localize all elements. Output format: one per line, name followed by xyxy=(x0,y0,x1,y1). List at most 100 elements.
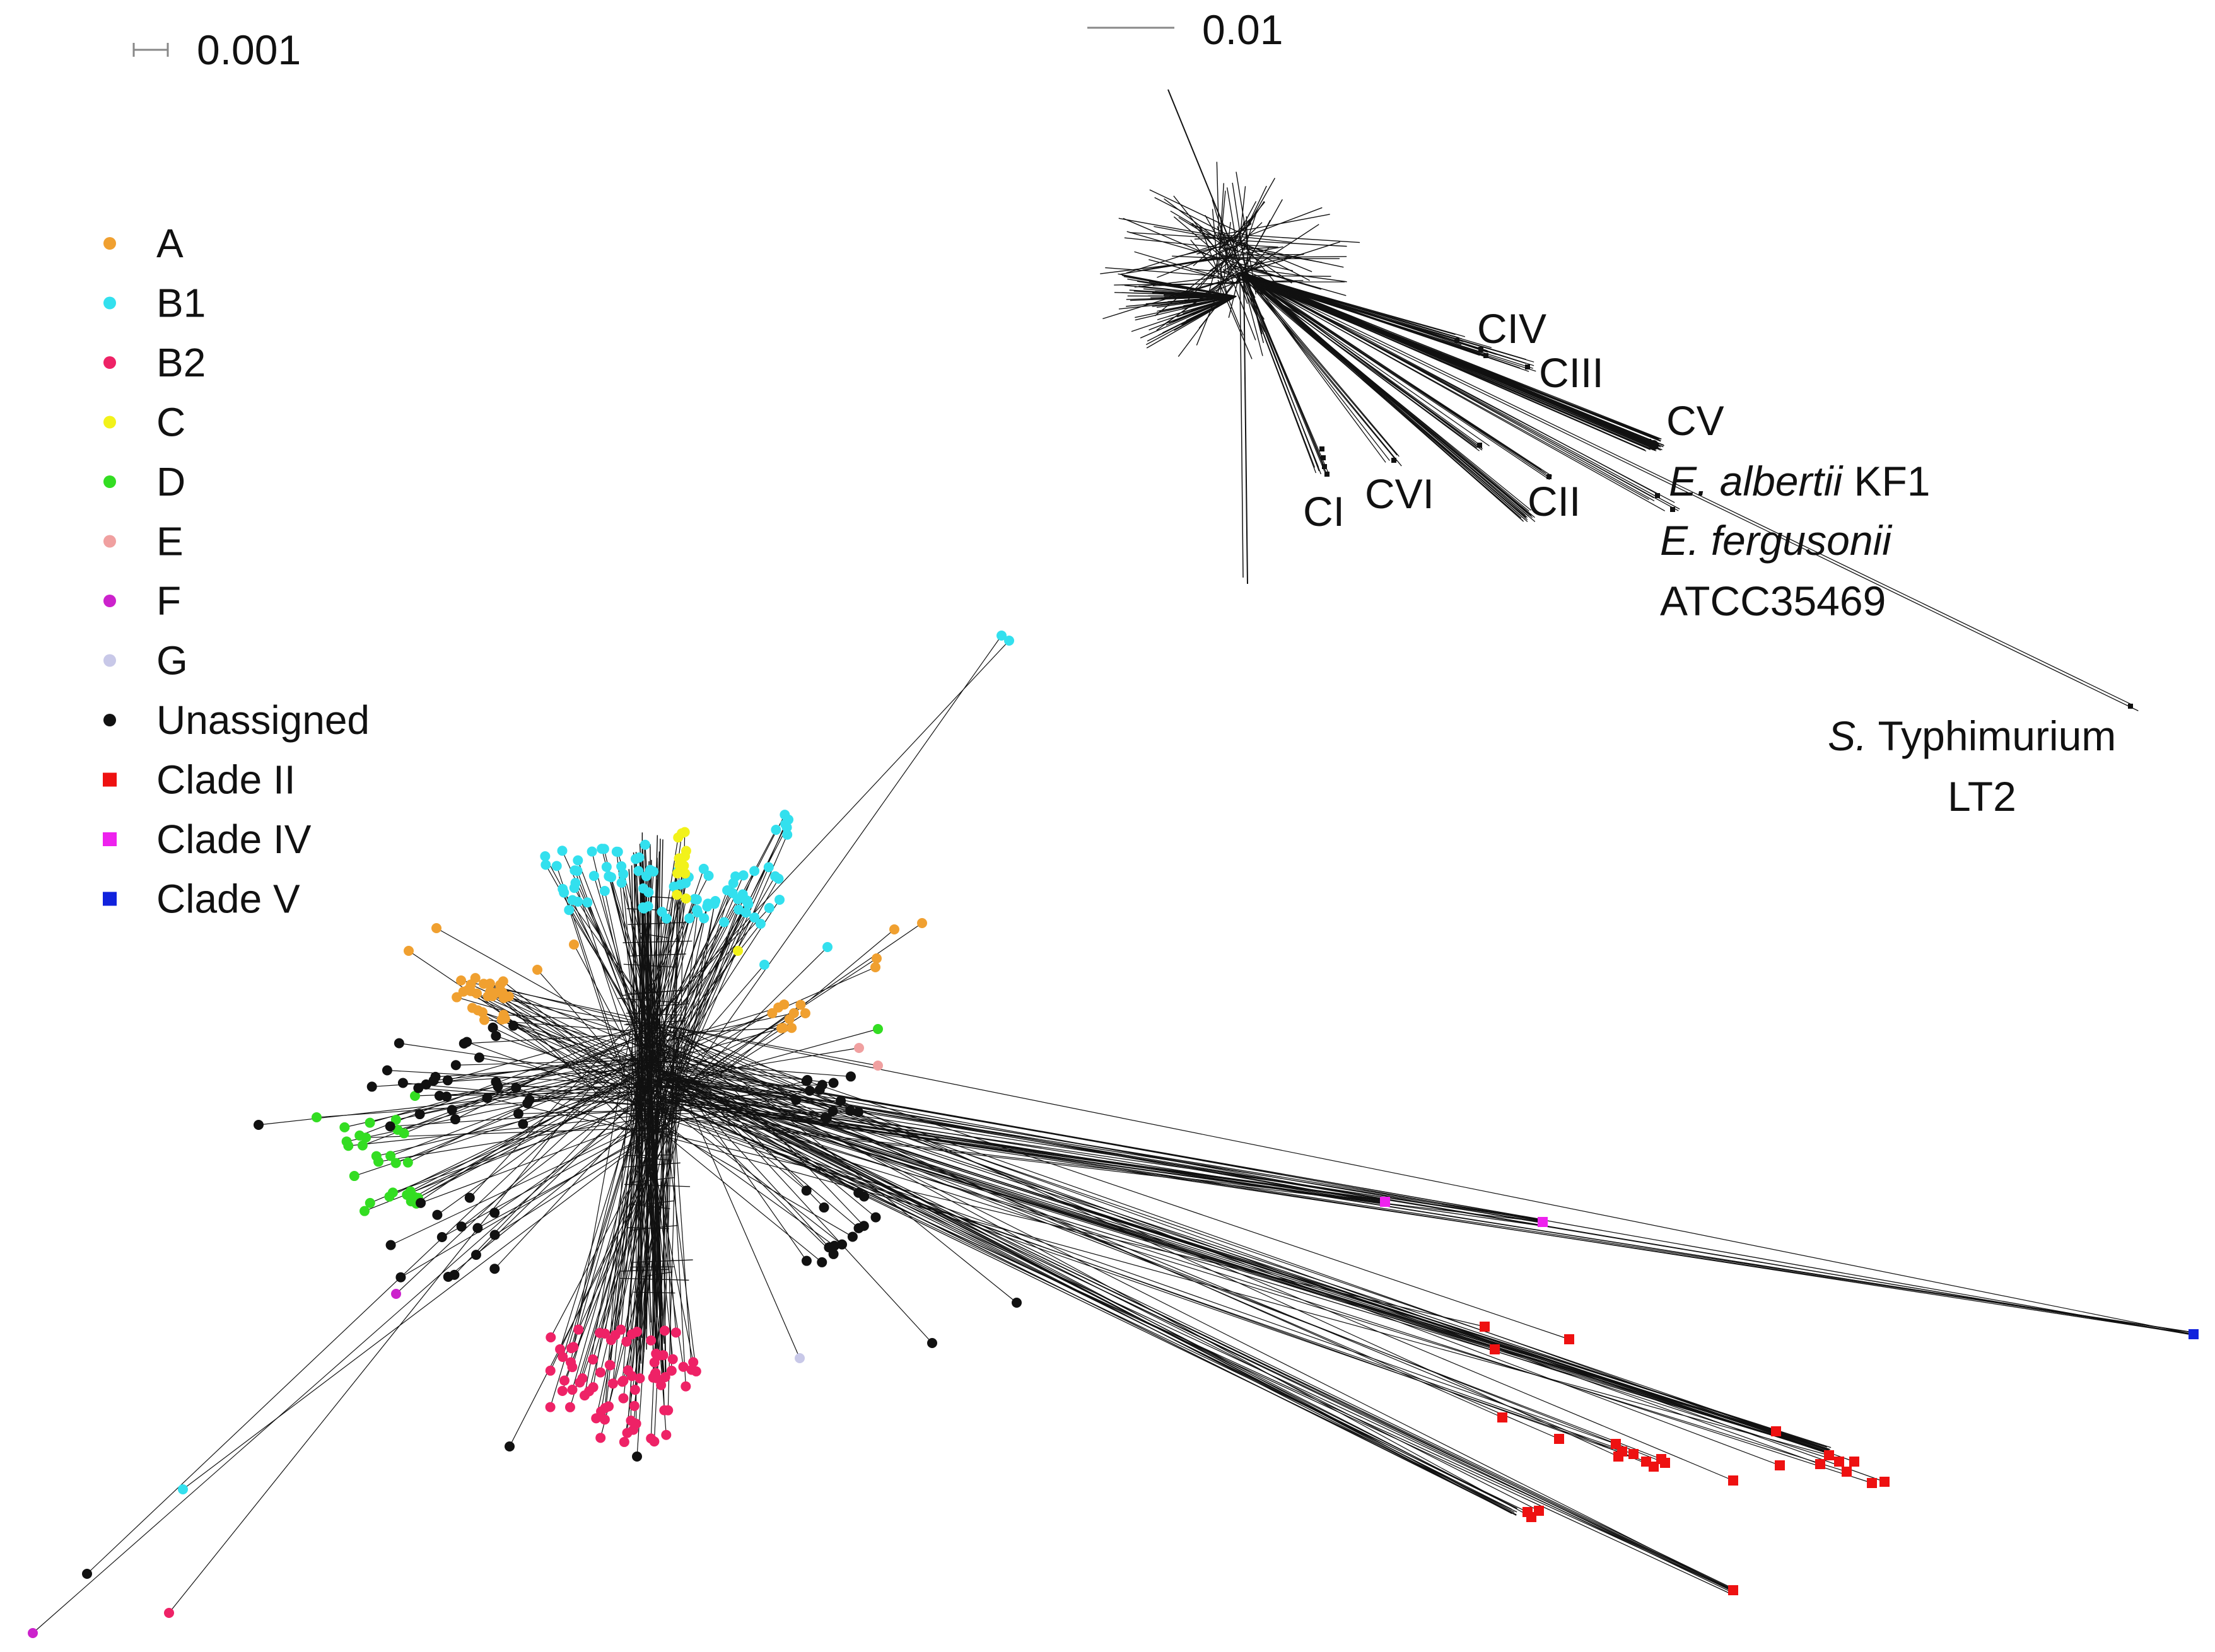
network-edge xyxy=(669,1100,1827,1453)
network-edge xyxy=(666,1025,2194,1335)
network-edge xyxy=(641,1058,659,1356)
clade-label-civ: CIV xyxy=(1477,305,1546,352)
tip-a xyxy=(788,1008,799,1018)
tip-unassigned xyxy=(441,1091,452,1102)
inset-branch xyxy=(1149,189,1246,236)
network-edge xyxy=(615,1070,677,1335)
tip-b1 xyxy=(684,913,695,924)
network-edge xyxy=(650,873,686,1035)
tip-unassigned xyxy=(801,1185,812,1196)
inset-branch xyxy=(1168,296,1237,317)
tip-b1 xyxy=(722,885,733,895)
main-network-edges xyxy=(32,635,2197,1634)
tip-b2 xyxy=(661,1429,672,1440)
network-edge xyxy=(673,900,748,1039)
tip-b2 xyxy=(577,1373,588,1383)
clade-label-cii: CII xyxy=(1528,478,1581,525)
legend-marker-circle xyxy=(103,356,116,369)
inset-branch xyxy=(1135,296,1237,321)
tip-b1 xyxy=(557,846,568,856)
network-edge xyxy=(562,1044,661,1358)
tip-clade-v xyxy=(2189,1329,2199,1339)
tip-unassigned xyxy=(632,1451,642,1462)
legend-marker-circle xyxy=(103,654,116,667)
tip-b2 xyxy=(656,1380,667,1390)
inset-branch xyxy=(1183,296,1237,306)
inset-branch xyxy=(1232,182,1244,257)
tip-b1 xyxy=(178,1484,188,1494)
tip-d xyxy=(365,1197,375,1208)
tip-f xyxy=(391,1289,401,1299)
tip-c xyxy=(679,827,690,837)
legend-marker-circle xyxy=(103,535,116,548)
inset-branch xyxy=(1142,254,1234,270)
inset-branch xyxy=(1239,245,1344,268)
tip-b1 xyxy=(719,917,730,928)
tip-unassigned xyxy=(804,1085,815,1096)
tip-d xyxy=(371,1151,382,1161)
tip-d xyxy=(365,1117,375,1128)
network-edge xyxy=(671,1091,2197,1335)
network-edge xyxy=(667,1117,1543,1223)
tip-a xyxy=(465,986,476,996)
tip-b1 xyxy=(780,810,790,820)
tip-b2 xyxy=(559,1375,570,1386)
tip-clade-ii xyxy=(1879,1477,1890,1487)
tip-b2 xyxy=(629,1400,640,1411)
legend-label: Clade IV xyxy=(156,817,312,862)
network-edge xyxy=(657,1075,1517,1509)
network-edge xyxy=(518,1109,662,1114)
tip-clade-ii xyxy=(1480,1322,1490,1332)
network-edge xyxy=(680,1085,800,1359)
inset-tip-marker xyxy=(1646,439,1651,444)
tip-clade-ii xyxy=(1613,1451,1623,1462)
tip-b1 xyxy=(618,869,629,880)
inset-tip-marker xyxy=(1322,464,1327,469)
tip-b1 xyxy=(601,861,612,872)
scale-bar-large-label: 0.01 xyxy=(1202,6,1283,53)
tip-d xyxy=(390,1114,401,1125)
tip-d xyxy=(873,1024,883,1034)
inset-branch xyxy=(1140,296,1237,339)
tip-c xyxy=(672,890,682,900)
tip-b2 xyxy=(666,1365,677,1376)
tip-clade-ii xyxy=(1554,1434,1564,1444)
network-edge xyxy=(441,1129,641,1238)
network-edge xyxy=(550,1111,670,1338)
tip-b2 xyxy=(646,1433,657,1444)
tip-b1 xyxy=(638,883,649,893)
tip-b2 xyxy=(626,1416,636,1426)
inset-branch xyxy=(1105,267,1219,277)
legend-label: A xyxy=(156,221,184,266)
tip-unassigned xyxy=(505,1441,515,1451)
tip-b1 xyxy=(573,855,583,866)
tip-unassigned xyxy=(489,1207,500,1218)
tip-d xyxy=(361,1132,371,1143)
network-edge xyxy=(657,1083,1832,1454)
legend-label: G xyxy=(156,638,188,683)
tip-unassigned xyxy=(847,1231,858,1242)
inset-branch xyxy=(1242,281,1263,356)
network-edge xyxy=(666,1033,827,1119)
network-edge xyxy=(604,890,653,1109)
tip-a xyxy=(917,918,927,928)
tip-b2 xyxy=(579,1390,590,1401)
network-edge xyxy=(633,1035,1734,1591)
tip-a xyxy=(485,986,496,997)
network-edge xyxy=(640,1031,1532,1518)
tip-e xyxy=(854,1043,864,1053)
inset-branch xyxy=(1239,274,1244,578)
network-edge xyxy=(621,1269,670,1272)
inset-branch xyxy=(1244,274,1552,477)
inset-branch xyxy=(1219,257,1244,275)
inset-tip-marker xyxy=(1525,364,1530,369)
tip-unassigned xyxy=(853,1107,863,1117)
network-edge xyxy=(494,1072,679,1269)
tip-unassigned xyxy=(382,1065,392,1076)
network-edge xyxy=(487,1097,631,1131)
inset-branch xyxy=(1217,279,1253,359)
network-edge xyxy=(32,1068,675,1634)
tip-clade-ii xyxy=(1771,1426,1781,1436)
inset-branch xyxy=(1242,276,2139,711)
inset-tip-marker xyxy=(2128,704,2133,709)
